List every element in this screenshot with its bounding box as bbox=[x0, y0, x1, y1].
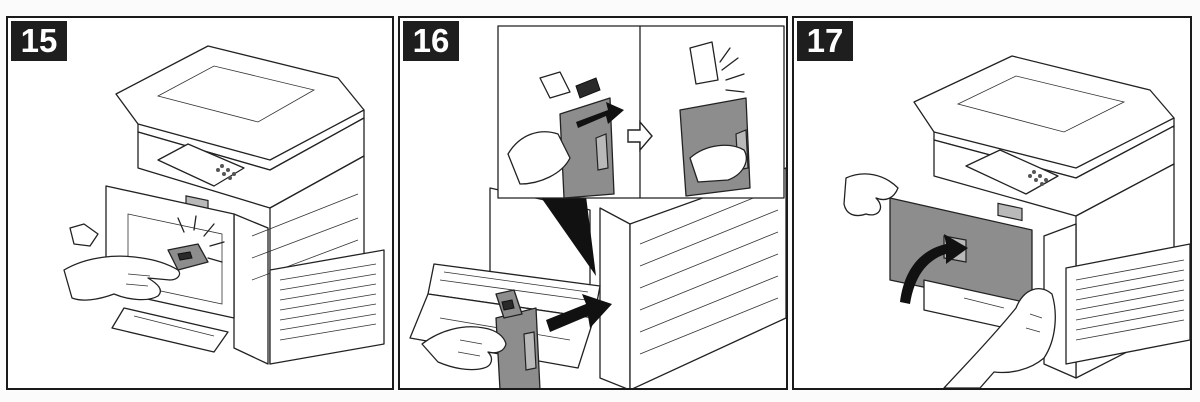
printer-icon bbox=[63, 45, 385, 365]
step-number-16: 16 bbox=[403, 21, 459, 61]
step-number-15: 15 bbox=[11, 21, 67, 61]
step-number-17: 17 bbox=[797, 21, 853, 61]
step-panel-17: 17 bbox=[792, 16, 1192, 390]
step-panel-15: 15 bbox=[6, 16, 394, 390]
step-panel-16: 16 bbox=[398, 16, 788, 390]
waste-toner-box-icon bbox=[409, 25, 786, 388]
printer-closed-icon bbox=[843, 55, 1190, 388]
